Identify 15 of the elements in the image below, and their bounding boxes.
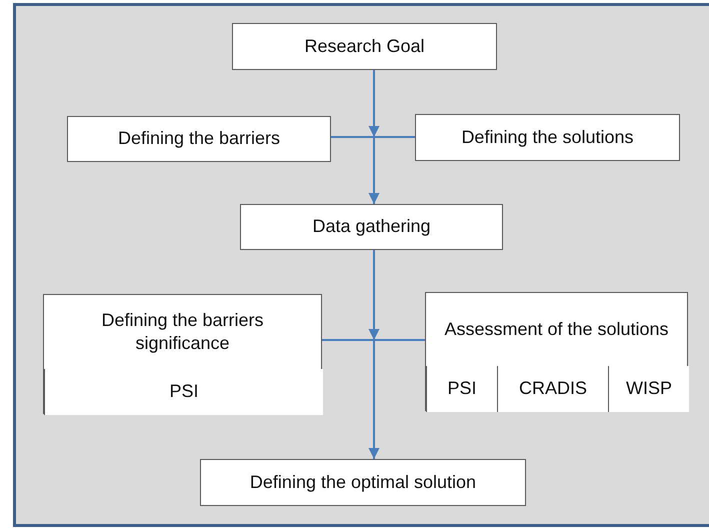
method-cell: WISP bbox=[608, 366, 689, 412]
box-heading: Assessment of the solutions bbox=[444, 318, 669, 341]
process-box bbox=[425, 292, 688, 411]
method-cell: PSI bbox=[426, 366, 497, 412]
box-heading: Defining the barriers significance bbox=[100, 308, 265, 355]
method-cell: PSI bbox=[44, 369, 323, 415]
process-box: Defining the optimal solution bbox=[200, 459, 526, 506]
connector-arrow bbox=[368, 250, 380, 459]
connector-arrow bbox=[368, 70, 380, 204]
process-box: Research Goal bbox=[232, 23, 497, 70]
process-box: Defining the solutions bbox=[415, 114, 680, 161]
process-box bbox=[43, 294, 322, 414]
method-cell: CRADIS bbox=[497, 366, 608, 412]
process-box: Defining the barriers bbox=[67, 116, 331, 162]
process-box: Data gathering bbox=[240, 204, 503, 250]
